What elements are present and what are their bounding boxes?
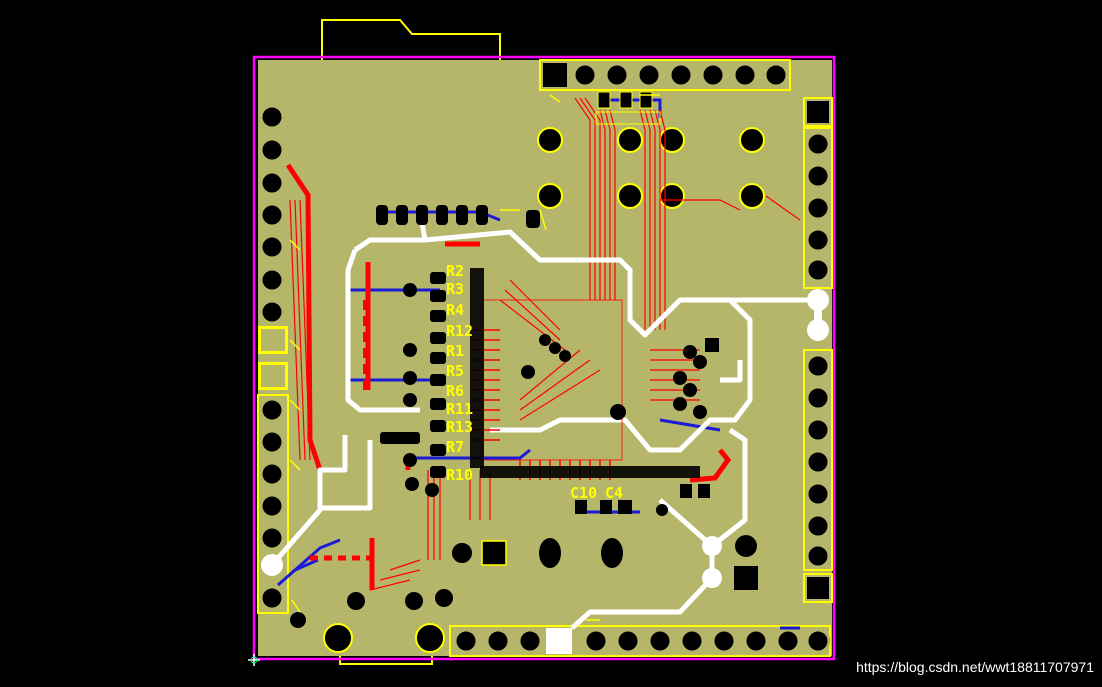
label-r2: R2 — [446, 262, 464, 280]
label-r1: R1 — [446, 342, 464, 360]
top-connector-outline — [321, 19, 501, 62]
resistor-labels: R2 R3 R4 R12 R1 R5 R6 R11 R13 R7 R10 — [446, 262, 473, 484]
label-r7: R7 — [446, 438, 464, 456]
capacitor-labels: C10 C4 — [570, 484, 623, 502]
label-r13: R13 — [446, 418, 473, 436]
top-small-pads — [595, 91, 661, 125]
tactile-switch-pads — [537, 127, 765, 209]
left-header — [257, 104, 289, 614]
label-c10: C10 — [570, 484, 597, 502]
label-r10: R10 — [446, 466, 473, 484]
label-r5: R5 — [446, 362, 464, 380]
origin-marker — [248, 654, 260, 666]
watermark-text: https://blog.csdn.net/wwt18811707971 — [856, 659, 1094, 675]
label-r4: R4 — [446, 301, 464, 319]
mcu-footprint — [470, 268, 700, 480]
top-header — [539, 59, 791, 91]
board-outline — [252, 55, 836, 661]
right-header — [803, 97, 833, 603]
label-c4: C4 — [605, 484, 623, 502]
label-r12: R12 — [446, 322, 473, 340]
resistor-pads — [376, 205, 719, 516]
bottom-header — [323, 623, 831, 657]
power-traces — [270, 209, 818, 630]
label-r11: R11 — [446, 400, 473, 418]
label-r6: R6 — [446, 382, 464, 400]
origin-circle — [250, 656, 258, 664]
silkscreen-marks — [289, 94, 660, 621]
label-r3: R3 — [446, 280, 464, 298]
